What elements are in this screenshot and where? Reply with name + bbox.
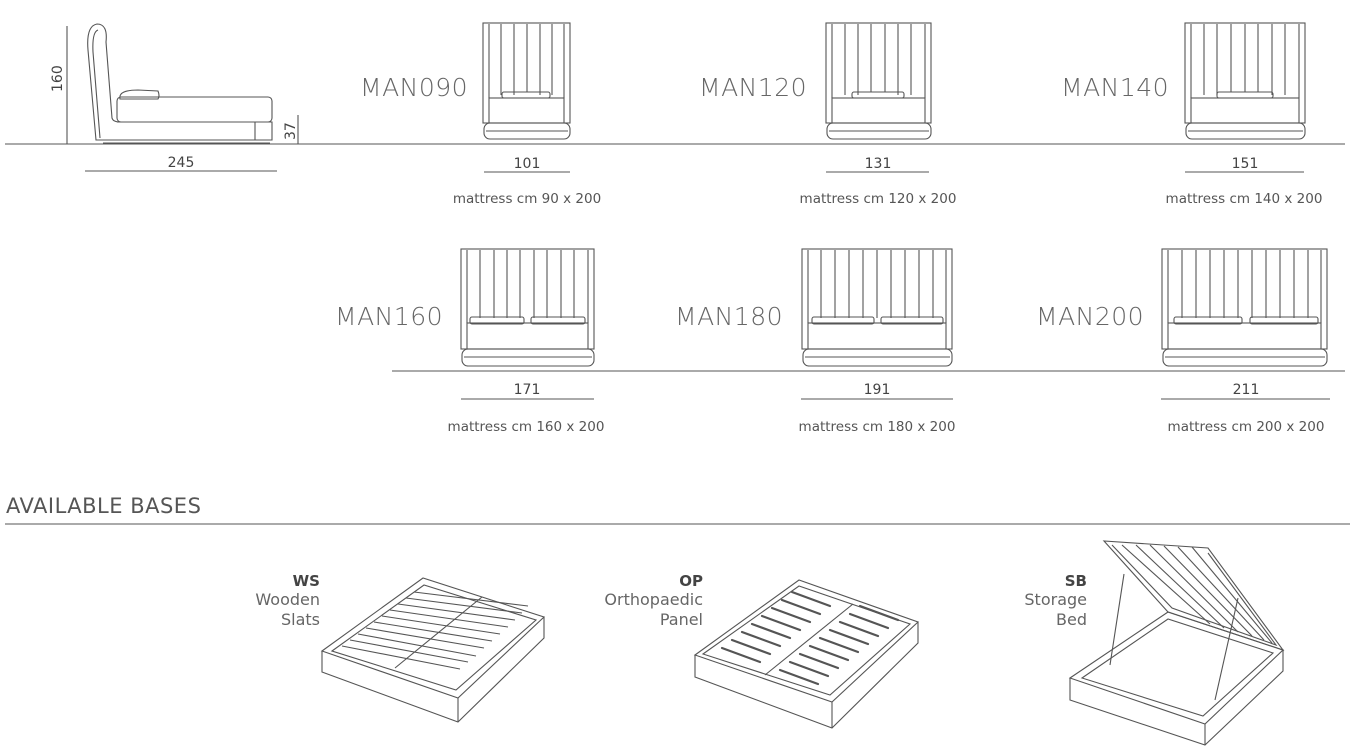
mattress-label-man160: mattress cm 160 x 200 — [447, 419, 605, 435]
base-sb-name-line2: Bed — [1056, 610, 1087, 629]
front-view-man180 — [801, 248, 953, 400]
width-label-man120: 131 — [864, 156, 892, 172]
base-ws-name-line2: Slats — [280, 610, 320, 629]
model-label-man160: MAN160 — [335, 302, 444, 331]
base-sb-code: SB — [1064, 572, 1087, 590]
section-title-available-bases: AVAILABLE BASES — [6, 494, 202, 518]
mattress-label-man180: mattress cm 180 x 200 — [798, 419, 956, 435]
model-label-man140: MAN140 — [1061, 73, 1170, 102]
mattress-label-man140: mattress cm 140 x 200 — [1165, 191, 1323, 207]
model-label-man120: MAN120 — [699, 73, 808, 102]
base-ws-drawing — [320, 577, 546, 723]
model-label-man180: MAN180 — [675, 302, 784, 331]
base-sb-name-line1: Storage — [1024, 590, 1087, 609]
base-ws-label: WS Wooden Slats — [200, 572, 320, 630]
front-view-man160 — [460, 248, 595, 400]
width-label-man180: 191 — [863, 382, 891, 398]
front-view-man200 — [1161, 248, 1330, 400]
width-label-man200: 211 — [1232, 382, 1260, 398]
model-label-man200: MAN200 — [1036, 302, 1145, 331]
front-view-man090 — [482, 22, 571, 173]
mattress-label-man090: mattress cm 90 x 200 — [452, 191, 602, 207]
base-op-name-line2: Panel — [659, 610, 703, 629]
front-view-man120 — [825, 22, 932, 173]
front-view-man140 — [1184, 22, 1306, 173]
base-ws-code: WS — [292, 572, 320, 590]
model-label-man090: MAN090 — [360, 73, 469, 102]
mattress-label-man120: mattress cm 120 x 200 — [799, 191, 957, 207]
side-height-label: 160 — [50, 65, 66, 92]
base-op-code: OP — [679, 572, 703, 590]
base-op-label: OP Orthopaedic Panel — [563, 572, 703, 630]
mattress-label-man200: mattress cm 200 x 200 — [1167, 419, 1325, 435]
width-label-man090: 101 — [513, 156, 541, 172]
base-ws-name-line1: Wooden — [255, 590, 320, 609]
base-op-drawing — [693, 579, 920, 729]
base-sb-label: SB Storage Bed — [967, 572, 1087, 630]
width-label-man140: 151 — [1231, 156, 1259, 172]
base-op-name-line1: Orthopaedic — [604, 590, 703, 609]
width-label-man160: 171 — [513, 382, 541, 398]
side-base-height-label: 37 — [283, 122, 299, 140]
base-sb-drawing — [1068, 540, 1285, 746]
side-view-drawing — [66, 23, 299, 172]
side-length-label: 245 — [167, 155, 195, 171]
